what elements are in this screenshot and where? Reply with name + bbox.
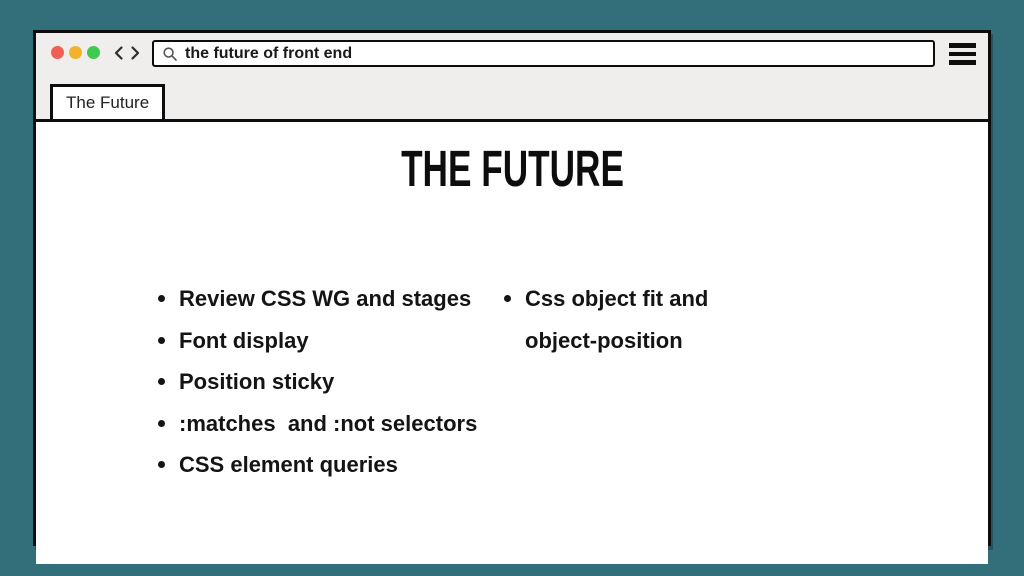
traffic-lights	[51, 46, 100, 59]
bullet-text: Position sticky	[179, 369, 335, 394]
search-icon	[162, 46, 185, 62]
browser-chrome: The Future	[36, 33, 988, 122]
browser-tab[interactable]: The Future	[50, 84, 166, 122]
bullet-icon	[158, 336, 165, 344]
bullet-icon	[158, 295, 165, 302]
search-input[interactable]	[185, 44, 925, 63]
forward-icon[interactable]	[130, 45, 141, 61]
nav-arrows	[113, 45, 141, 61]
list-item: :matches and :not selectors	[158, 403, 518, 445]
menu-bar	[949, 51, 976, 56]
bullet-text: Font display	[179, 327, 309, 353]
bullet-list-left: Review CSS WG and stages Font display Po…	[158, 278, 518, 486]
list-item: Font display	[158, 320, 518, 362]
slide-title: THE FUTURE	[36, 143, 988, 194]
bullet-icon	[158, 419, 165, 427]
close-window-icon[interactable]	[51, 46, 64, 59]
list-item: Css object fit and object-position	[504, 278, 804, 361]
bullet-icon	[158, 461, 165, 468]
minimize-window-icon[interactable]	[69, 46, 82, 59]
menu-bar	[949, 43, 976, 48]
slide-title-text: THE FUTURE	[400, 140, 624, 197]
bullet-text: Review CSS WG and stages	[179, 286, 472, 311]
back-icon[interactable]	[113, 45, 124, 61]
bullet-text: Css object fit and object-position	[525, 286, 709, 353]
list-item: Position sticky	[158, 361, 518, 403]
maximize-window-icon[interactable]	[87, 46, 100, 59]
tab-label: The Future	[66, 93, 150, 112]
list-item: Review CSS WG and stages	[158, 278, 518, 320]
bullet-text: CSS element queries	[179, 452, 398, 477]
search-bar[interactable]	[152, 40, 935, 67]
bullet-text: :matches and :not selectors	[179, 410, 478, 436]
bullet-list-right: Css object fit and object-position	[504, 278, 804, 361]
bullet-icon	[158, 378, 165, 385]
list-item: CSS element queries	[158, 444, 518, 486]
menu-bar	[949, 60, 976, 65]
menu-icon[interactable]	[949, 43, 976, 65]
browser-window: The Future THE FUTURE Review CSS WG and …	[33, 30, 991, 564]
slide-content: THE FUTURE Review CSS WG and stages Font…	[36, 143, 988, 564]
bullet-icon	[504, 295, 511, 302]
